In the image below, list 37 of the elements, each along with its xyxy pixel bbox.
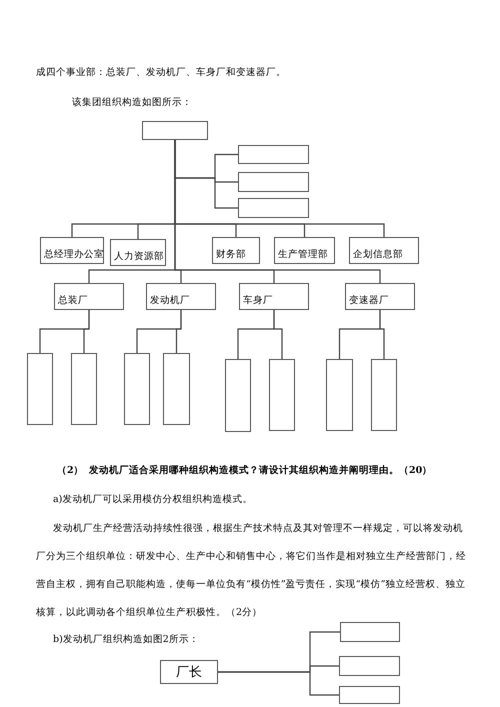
org-box: 财务部 bbox=[212, 237, 260, 264]
org-box: 总装厂 bbox=[54, 283, 124, 310]
empty-box bbox=[326, 359, 353, 431]
org-box: 人力资源部 bbox=[110, 239, 166, 266]
org-box: 变速器厂 bbox=[345, 283, 415, 310]
org-box: 发动机厂 bbox=[146, 283, 216, 310]
question-number: （2） bbox=[57, 465, 84, 477]
empty-box bbox=[339, 686, 400, 704]
org-box: 车身厂 bbox=[239, 283, 309, 310]
empty-box bbox=[124, 353, 150, 425]
empty-box bbox=[142, 121, 208, 140]
empty-box bbox=[371, 359, 397, 431]
empty-box bbox=[71, 353, 97, 425]
empty-box bbox=[225, 359, 251, 432]
body-text: 该集团组织构造如图所示： bbox=[72, 97, 192, 109]
org-box: 生产管理部 bbox=[274, 237, 335, 264]
body-text: b)发动机厂组织构造如图2所示： bbox=[53, 634, 199, 646]
connector-line bbox=[218, 671, 339, 696]
empty-box bbox=[339, 656, 400, 676]
connector-line bbox=[273, 310, 283, 359]
connector-line bbox=[176, 310, 182, 353]
empty-box bbox=[238, 145, 309, 164]
empty-box bbox=[27, 353, 53, 425]
question-text: 发动机厂适合采用哪种组织构造模式？请设计其组织构造并阐明理由。（20） bbox=[89, 465, 432, 477]
org-box: 企划信息部 bbox=[349, 237, 419, 264]
empty-box bbox=[163, 353, 190, 425]
empty-box bbox=[238, 172, 309, 192]
connector-line bbox=[379, 310, 385, 359]
empty-box bbox=[269, 359, 295, 431]
connector-line bbox=[83, 310, 90, 353]
org-box: 总经理办公室 bbox=[40, 237, 104, 264]
empty-box bbox=[238, 198, 309, 218]
body-text: 成四个事业部：总装厂、发动机厂、车身厂和变速器厂。 bbox=[36, 67, 286, 79]
connector-line bbox=[174, 140, 381, 283]
org-box: 厂长 bbox=[160, 660, 218, 684]
empty-box bbox=[340, 622, 400, 642]
body-text: a)发动机厂可以采用模仿分权组织构造模式。 bbox=[53, 494, 252, 506]
